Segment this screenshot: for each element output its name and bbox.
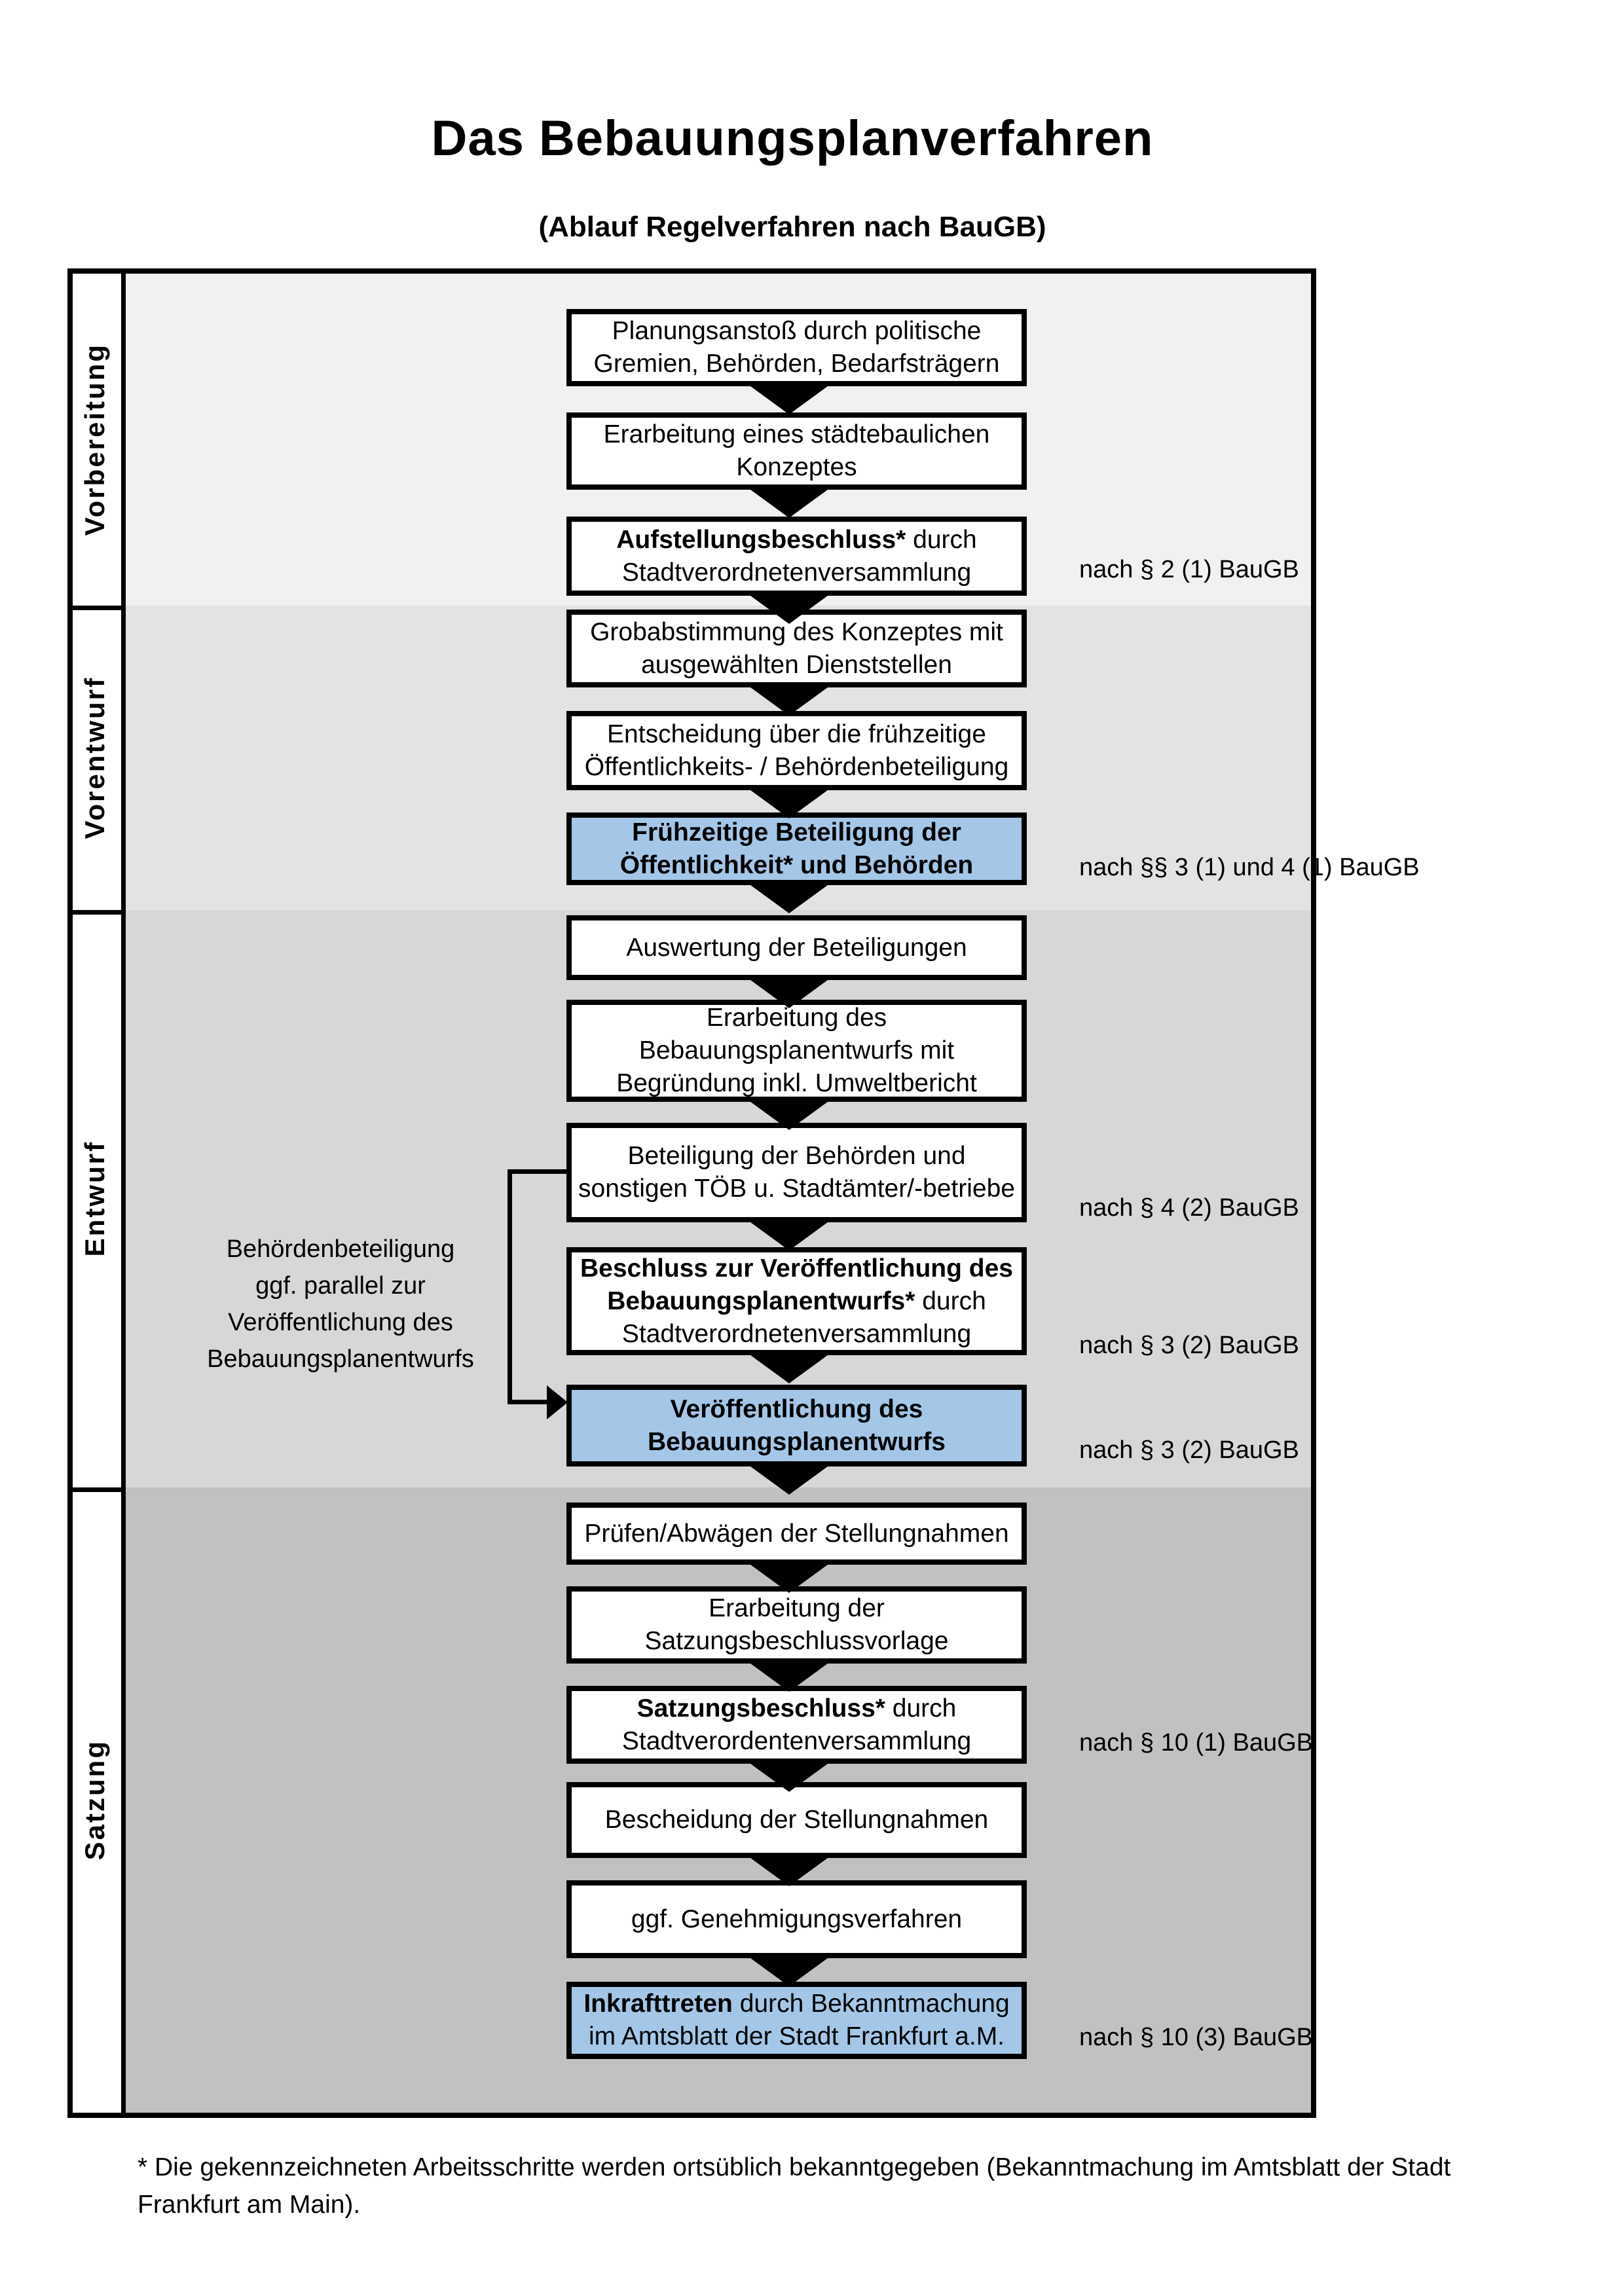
down-arrow-icon xyxy=(748,1100,830,1130)
law-ref: nach § 3 (2) BauGB xyxy=(1079,1436,1299,1464)
step-text: ggf. Genehmigungsverfahren xyxy=(631,1904,963,1933)
down-arrow-icon xyxy=(748,594,830,624)
law-ref: nach §§ 3 (1) und 4 (1) BauGB xyxy=(1079,854,1420,881)
down-arrow-icon xyxy=(748,1465,830,1495)
step-text: Erarbeitung der xyxy=(709,1594,885,1622)
down-arrow-icon xyxy=(748,1220,830,1250)
step-text: Inkrafttreten durch Bekanntmachung xyxy=(583,1990,1010,2018)
step-pruefen-abwaegen: Prüfen/Abwägen der Stellungnahmen xyxy=(566,1503,1027,1565)
step-text: Aufstellungsbeschluss* durch xyxy=(616,525,977,554)
step-text: Beteiligung der Behörden und xyxy=(627,1142,966,1170)
step-text: Satzungsbeschluss* durch xyxy=(637,1694,957,1722)
step-text: Konzeptes xyxy=(736,453,857,481)
phase-divider xyxy=(73,1487,121,1492)
step-text: Erarbeitung eines städtebaulichen xyxy=(603,420,990,448)
phase-label-column: Vorbereitung Vorentwurf Entwurf Satzung xyxy=(73,274,126,2113)
step-text: Beschluss zur Veröffentlichung des xyxy=(580,1254,1013,1283)
step-erarbeitung-entwurf: Erarbeitung des Bebauungsplanentwurfs mi… xyxy=(566,1000,1027,1102)
down-arrow-icon xyxy=(748,1762,830,1792)
phase-cell-vorentwurf: Vorentwurf xyxy=(73,606,117,910)
phase-divider xyxy=(73,910,121,915)
connector-line-bottom xyxy=(507,1400,548,1404)
down-arrow-icon xyxy=(748,1856,830,1886)
law-ref: nach § 2 (1) BauGB xyxy=(1079,556,1299,583)
down-arrow-icon xyxy=(748,1662,830,1692)
phase-label: Entwurf xyxy=(79,1140,110,1257)
connector-line-top xyxy=(507,1169,568,1174)
down-arrow-icon xyxy=(748,883,830,913)
step-text: im Amtsblatt der Stadt Frankfurt a.M. xyxy=(588,2022,1005,2050)
down-arrow-icon xyxy=(748,488,830,518)
page-title: Das Bebauungsplanverfahren xyxy=(431,111,1154,166)
step-staedtebauliches-konzept: Erarbeitung eines städtebaulichen Konzep… xyxy=(566,412,1027,490)
phase-cell-entwurf: Entwurf xyxy=(73,910,117,1487)
step-text: sonstigen TÖB u. Stadtämter/-betriebe xyxy=(578,1175,1015,1203)
down-arrow-icon xyxy=(748,384,830,414)
step-text: Bebauungsplanentwurfs mit xyxy=(638,1036,955,1065)
step-text: Stadtverordnetenversammlung xyxy=(621,558,972,587)
parallel-participation-note: Behördenbeteiligung ggf. parallel zur Ve… xyxy=(207,1235,474,1373)
step-text: Erarbeitung des xyxy=(706,1004,887,1032)
down-arrow-icon xyxy=(748,685,830,716)
step-text: Bebauungsplanentwurfs xyxy=(647,1427,946,1456)
law-ref: nach § 10 (3) BauGB xyxy=(1079,2024,1313,2051)
step-fruehzeitige-beteiligung: Frühzeitige Beteiligung der Öffentlichke… xyxy=(566,812,1027,885)
step-bescheidung: Bescheidung der Stellungnahmen xyxy=(566,1782,1027,1858)
step-text: Öffentlichkeits- / Behördenbeteiligung xyxy=(584,752,1009,781)
step-text: Auswertung der Beteiligungen xyxy=(626,933,967,962)
step-text: Bebauungsplanentwurfs* durch xyxy=(607,1286,986,1315)
step-satzungsbeschluss: Satzungsbeschluss* durch Stadtverordente… xyxy=(566,1686,1027,1764)
down-arrow-icon xyxy=(748,1353,830,1383)
step-text: Gremien, Behörden, Bedarfsträgern xyxy=(593,350,1000,378)
down-arrow-icon xyxy=(748,788,830,818)
step-text: Entscheidung über die frühzeitige xyxy=(607,720,986,748)
down-arrow-icon xyxy=(748,1956,830,1986)
step-auswertung: Auswertung der Beteiligungen xyxy=(566,915,1027,980)
step-aufstellungsbeschluss: Aufstellungsbeschluss* durch Stadtverord… xyxy=(566,517,1027,596)
phase-cell-vorbereitung: Vorbereitung xyxy=(73,274,117,606)
footnote: * Die gekennzeichneten Arbeitsschritte w… xyxy=(138,2153,1451,2219)
phase-label: Vorbereitung xyxy=(79,343,110,536)
step-text: Bescheidung der Stellungnahmen xyxy=(604,1806,989,1834)
step-text: Prüfen/Abwägen der Stellungnahmen xyxy=(584,1519,1009,1548)
phase-label: Vorentwurf xyxy=(79,676,110,839)
page-subtitle: (Ablauf Regelverfahren nach BauGB) xyxy=(538,211,1046,243)
step-text: ausgewählten Dienststellen xyxy=(641,650,952,679)
step-text: Satzungsbeschlussvorlage xyxy=(644,1627,949,1655)
phase-divider xyxy=(73,606,121,610)
step-text: Stadtverordentenversammlung xyxy=(621,1726,972,1755)
step-text: Öffentlichkeit* und Behörden xyxy=(619,850,974,879)
step-text: Planungsanstoß durch politische xyxy=(612,317,982,345)
step-behoerdenbeteiligung: Beteiligung der Behörden und sonstigen T… xyxy=(566,1123,1027,1222)
down-arrow-icon xyxy=(748,1563,830,1593)
step-text: Veröffentlichung des xyxy=(670,1394,923,1423)
step-text: Frühzeitige Beteiligung der xyxy=(632,818,961,847)
step-inkrafttreten: Inkrafttreten durch Bekanntmachung im Am… xyxy=(566,1982,1027,2059)
step-veroeffentlichung: Veröffentlichung des Bebauungsplanentwur… xyxy=(566,1385,1027,1467)
step-text: Stadtverordnetenversammlung xyxy=(621,1319,972,1348)
law-ref: nach § 4 (2) BauGB xyxy=(1079,1194,1299,1222)
law-ref: nach § 3 (2) BauGB xyxy=(1079,1332,1299,1359)
step-genehmigungsverfahren: ggf. Genehmigungsverfahren xyxy=(566,1880,1027,1958)
step-text: Begründung inkl. Umweltbericht xyxy=(616,1069,977,1097)
step-satzungsbeschlussvorlage: Erarbeitung der Satzungsbeschlussvorlage xyxy=(566,1586,1027,1664)
step-planungsanstoss: Planungsanstoß durch politische Gremien,… xyxy=(566,309,1027,386)
law-ref: nach § 10 (1) BauGB xyxy=(1079,1729,1313,1757)
connector-line-vertical xyxy=(507,1169,512,1404)
step-entscheidung-beteiligung: Entscheidung über die frühzeitige Öffent… xyxy=(566,711,1027,790)
down-arrow-icon xyxy=(748,978,830,1008)
phase-label: Satzung xyxy=(79,1740,110,1861)
phase-cell-satzung: Satzung xyxy=(73,1487,117,2113)
right-arrow-icon xyxy=(547,1385,568,1419)
step-beschluss-veroeffentlichung: Beschluss zur Veröffentlichung des Bebau… xyxy=(566,1247,1027,1355)
